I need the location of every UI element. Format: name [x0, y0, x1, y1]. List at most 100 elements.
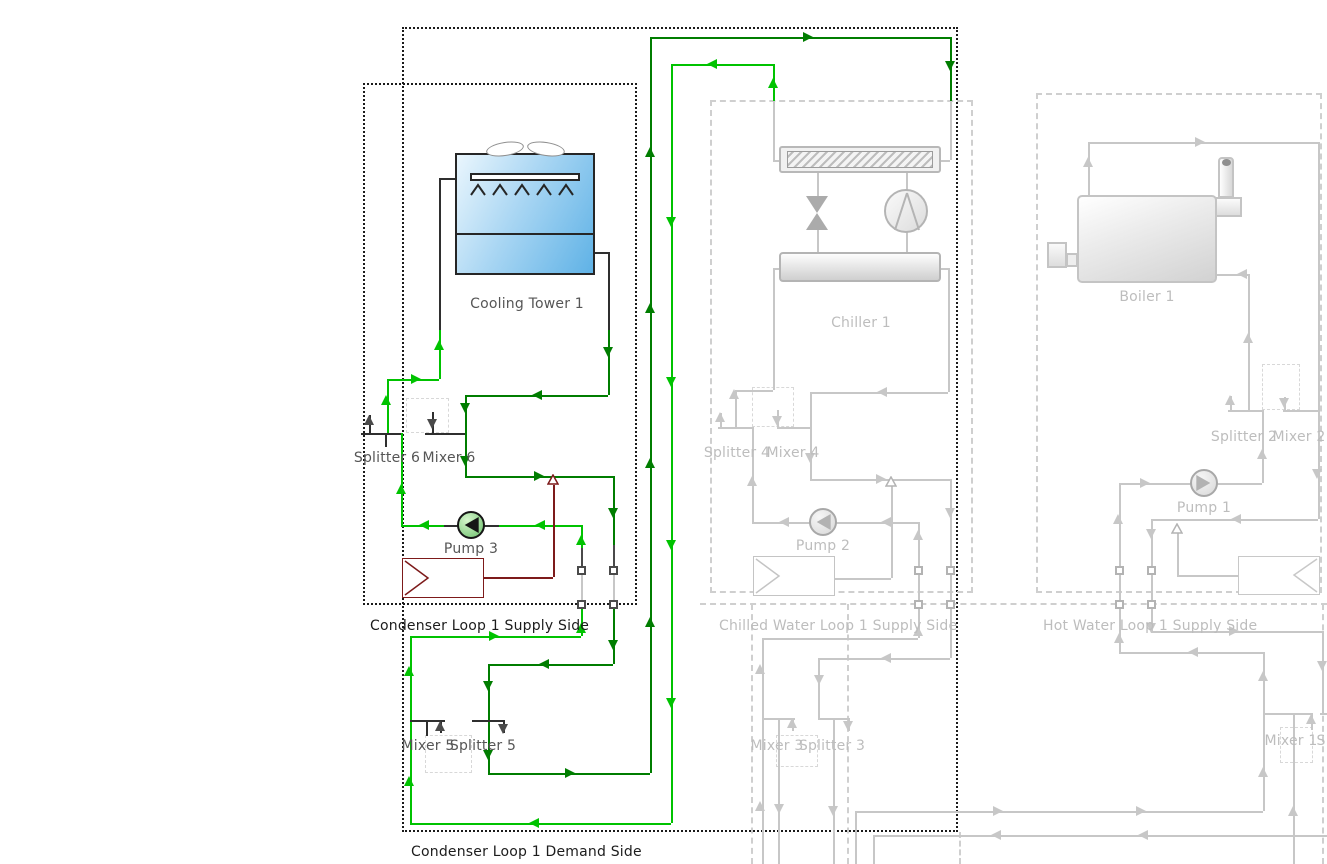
- pipe-segment: [1119, 483, 1191, 485]
- pipe-segment: [817, 230, 819, 252]
- flow-arrow-u: [913, 626, 923, 636]
- pipe-segment: [581, 574, 583, 600]
- flow-arrow-l: [881, 653, 891, 663]
- flow-arrow-l: [881, 517, 891, 527]
- flow-arrow-u: [729, 389, 739, 399]
- flow-arrow-l: [877, 387, 887, 397]
- pipe-node[interactable]: [914, 566, 923, 575]
- flow-arrow-u: [913, 530, 923, 540]
- flow-arrow-d: [945, 61, 955, 71]
- demand-box-edge: [959, 832, 961, 864]
- boiler-1[interactable]: [1077, 195, 1217, 283]
- label: Mixer 1: [1264, 733, 1318, 749]
- pump-2[interactable]: [809, 508, 837, 536]
- pipe-segment: [465, 395, 467, 476]
- pipe-node[interactable]: [1115, 566, 1124, 575]
- bypass-branch-outline: [1280, 727, 1313, 763]
- flow-arrow-r: [803, 32, 813, 42]
- flow-arrow-u: [755, 801, 765, 811]
- flow-arrow-d: [483, 750, 493, 760]
- pipe-segment: [671, 64, 773, 66]
- flow-arrow-u: [1306, 714, 1316, 724]
- pipe-segment: [484, 525, 499, 527]
- pump-impeller-icon: [816, 514, 831, 530]
- pipe-node[interactable]: [1147, 566, 1156, 575]
- pipe-segment: [1262, 410, 1264, 483]
- label: Splitter 6: [353, 450, 421, 466]
- pipe-segment: [671, 64, 673, 823]
- hot-water-demand-connector[interactable]: [1238, 556, 1320, 595]
- pipe-segment: [891, 486, 893, 578]
- pipe-segment: [595, 252, 608, 254]
- pipe-node[interactable]: [1115, 600, 1124, 609]
- flow-arrow-u: [1083, 157, 1093, 167]
- flow-arrow-d: [1146, 529, 1156, 539]
- condenser-demand-connector[interactable]: [402, 558, 484, 598]
- chiller-compressor[interactable]: [884, 189, 928, 233]
- label: Condenser Loop 1 Demand Side: [411, 844, 642, 860]
- pump-impeller-icon: [1196, 475, 1211, 491]
- flow-arrow-l: [419, 520, 429, 530]
- pipe-node[interactable]: [946, 566, 955, 575]
- pipe-node[interactable]: [577, 566, 586, 575]
- pipe-segment: [484, 577, 553, 579]
- cooling-tower-1[interactable]: [455, 153, 595, 275]
- flow-arrow-l: [532, 390, 542, 400]
- flow-arrow-d: [1279, 398, 1289, 408]
- pipe-node[interactable]: [577, 600, 586, 609]
- pipe-segment: [1322, 631, 1324, 713]
- label: Cooling Tower 1: [470, 296, 584, 312]
- demand-box-edge: [1322, 604, 1324, 864]
- pipe-node[interactable]: [914, 600, 923, 609]
- chilled-water-demand-connector[interactable]: [753, 556, 835, 596]
- flow-arrow-u: [396, 484, 406, 494]
- chilled-water-loop-supply-box: [710, 100, 973, 593]
- flow-arrow-d: [772, 416, 782, 426]
- pump-3[interactable]: [457, 511, 485, 539]
- pipe-segment: [410, 823, 671, 825]
- pipe-segment: [439, 330, 441, 379]
- bypass-branch-outline: [1262, 364, 1300, 410]
- flow-arrow-d: [828, 806, 838, 816]
- flow-arrow-l: [707, 59, 717, 69]
- flow-arrow-u: [1114, 633, 1124, 643]
- pipe-segment: [581, 604, 583, 636]
- pipe-segment: [410, 636, 412, 823]
- flow-arrow-d: [843, 721, 853, 731]
- flow-arrow-d: [814, 675, 824, 685]
- pipe-segment: [773, 268, 779, 270]
- boiler-burner: [1047, 242, 1067, 268]
- bypass-branch-outline: [776, 735, 818, 767]
- flow-arrow-d: [666, 377, 676, 387]
- flow-arrow-u: [435, 721, 445, 731]
- pipe-segment: [762, 638, 764, 864]
- flow-arrow-r: [565, 768, 575, 778]
- compressor-vanes-icon: [894, 192, 920, 231]
- flow-arrow-u: [1243, 333, 1253, 343]
- flow-arrow-u: [715, 412, 725, 422]
- spray-bar-icon: [470, 173, 580, 181]
- pump-impeller-icon: [464, 517, 479, 533]
- flow-arrow-l: [779, 517, 789, 527]
- flow-arrow-r: [1229, 626, 1239, 636]
- pipe-node[interactable]: [609, 600, 618, 609]
- pipe-segment: [439, 178, 441, 330]
- pipe-node[interactable]: [946, 600, 955, 609]
- pipe-node[interactable]: [609, 566, 618, 575]
- flow-arrow-l: [529, 818, 539, 828]
- pipe-segment: [613, 604, 615, 664]
- pipe-segment: [444, 525, 458, 527]
- spray-nozzles-icon: [470, 183, 574, 196]
- flow-arrow-l: [1188, 647, 1198, 657]
- label: Mixer 6: [422, 450, 476, 466]
- pump-1[interactable]: [1190, 469, 1218, 497]
- label: Chiller 1: [831, 315, 891, 331]
- chevron-left-icon: [1292, 558, 1318, 593]
- expansion-valve-icon[interactable]: [806, 196, 828, 213]
- chiller-evaporator[interactable]: [779, 252, 941, 282]
- pipe-segment: [735, 390, 773, 392]
- expansion-valve-icon[interactable]: [806, 213, 828, 230]
- flow-arrow-u: [364, 415, 374, 425]
- flow-arrow-u: [755, 664, 765, 674]
- pipe-node[interactable]: [1147, 600, 1156, 609]
